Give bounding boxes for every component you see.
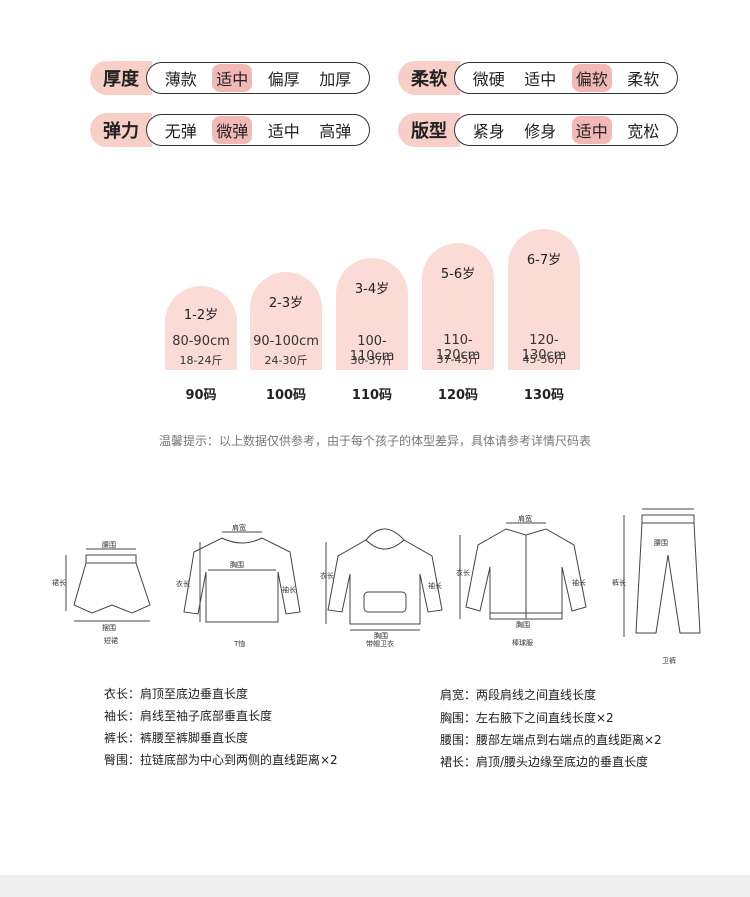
attr-option-selected: 适中 [571,116,612,144]
attr-options: 紧身 修身 适中 宽松 [454,114,678,146]
baseball-jacket-diagram: 肩宽 胸围 衣长 袖长 棒球服 [456,515,587,647]
attr-options: 无弹 微弹 适中 高弹 [146,114,370,146]
garment-label: 裤长 [612,578,626,587]
size-weight: 18-24斤 [179,354,223,367]
size-weight: 24-30斤 [264,354,308,367]
garment-label: 衣长 [456,568,470,577]
attr-label: 弹力 [90,113,152,147]
attr-option: 加厚 [319,70,352,89]
size-code: 100码 [265,388,307,403]
size-card-120: 5-6岁 110-120cm 37-45斤 [422,243,494,370]
definition-line: 胸围：左右腋下之间直线长度×2 [440,711,614,725]
size-height: 90-100cm [253,334,319,349]
size-code: 110码 [351,388,393,403]
attr-option: 适中 [267,122,300,141]
attr-label: 柔软 [398,61,460,95]
attr-option: 适中 [524,70,557,89]
size-height: 120-130cm [521,333,567,363]
size-weight: 45-56斤 [522,353,566,366]
garment-name: 带帽卫衣 [366,639,394,648]
garment-label: 袖长 [428,581,442,590]
attr-option: 宽松 [627,122,660,141]
attr-option: 柔软 [627,70,660,89]
size-code: 90码 [185,388,217,403]
attr-row-thickness: 厚度 薄款 适中 偏厚 加厚 [90,61,370,95]
attr-options: 薄款 适中 偏厚 加厚 [146,62,370,94]
garment-label: 腰围 [654,539,668,547]
tshirt-diagram: 肩宽 胸围 衣长 袖长 T恤 [176,523,301,648]
size-age: 2-3岁 [268,296,304,311]
garment-label: 胸围 [374,631,388,640]
size-weight: 37-45斤 [436,353,480,366]
attr-row-elasticity: 弹力 无弹 微弹 适中 高弹 [90,113,370,147]
size-tip: 温馨提示：以上数据仅供参考，由于每个孩子的体型差异，具体请参考详情尺码表 [158,434,591,448]
definition-line: 肩宽：两段肩线之间直线长度 [440,688,597,702]
size-card-110: 3-4岁 100-110cm 30-37斤 [336,258,408,370]
attr-label: 版型 [398,113,460,147]
definition-line: 臀围：拉链底部为中心到两侧的直线距离×2 [104,753,338,767]
attr-option-selected: 微弹 [212,116,253,144]
garment-label: 肩宽 [518,515,532,523]
definition-line: 袖长：肩线至袖子底部垂直长度 [104,709,273,723]
garment-label: 裙长 [52,578,66,587]
size-age: 6-7岁 [526,253,562,268]
attr-option-selected: 适中 [212,64,253,92]
size-code: 120码 [437,388,479,403]
size-weight: 30-37斤 [350,354,394,367]
definition-line: 衣长：肩顶至底边垂直长度 [104,687,249,701]
attr-options: 微硬 适中 偏软 柔软 [454,62,678,94]
size-age: 1-2岁 [183,308,219,323]
attr-option: 薄款 [164,70,197,89]
garment-label: 胸围 [516,620,530,629]
definition-line: 裤长：裤腰至裤脚垂直长度 [104,731,249,745]
attr-label: 厚度 [90,61,152,95]
skirt-diagram: 腰围 裙长 摆围 短裙 [52,541,151,645]
garment-name: 短裙 [104,636,118,645]
garment-label: 胸围 [230,560,244,569]
size-age: 3-4岁 [354,282,390,297]
size-age: 5-6岁 [440,267,476,282]
attr-option: 无弹 [164,122,197,141]
footer-bar [0,875,750,897]
hoodie-diagram: 衣长 袖长 胸围 带帽卫衣 [320,528,443,648]
sweatpants-diagram: 腰围 裤长 卫裤 [612,508,701,665]
garment-label: 肩宽 [232,523,246,532]
size-card-90: 1-2岁 80-90cm 18-24斤 [165,286,237,370]
definition-line: 裙长：肩顶/腰头边缘至底边的垂直长度 [440,755,649,769]
garment-name: 棒球服 [512,638,533,647]
garment-name: 卫裤 [662,656,676,665]
definition-line: 腰围：腰部左端点到右端点的直线距离×2 [440,733,662,747]
size-height: 100-110cm [349,334,395,364]
garment-label: 衣长 [176,579,190,588]
size-height: 110-120cm [435,333,481,363]
garment-label: 摆围 [102,623,116,632]
attr-row-softness: 柔软 微硬 适中 偏软 柔软 [398,61,678,95]
size-height: 80-90cm [172,334,230,349]
attr-row-fit: 版型 紧身 修身 适中 宽松 [398,113,678,147]
garment-label: 袖长 [282,585,296,594]
size-card-130: 6-7岁 120-130cm 45-56斤 [508,229,580,370]
garment-label: 衣长 [320,571,334,580]
attr-option: 微硬 [472,70,505,89]
attr-option: 修身 [524,122,557,141]
attr-option: 偏厚 [267,70,300,89]
garment-name: T恤 [233,639,245,648]
garment-label: 袖长 [572,578,586,587]
garment-label: 腰围 [102,541,116,549]
size-card-100: 2-3岁 90-100cm 24-30斤 [250,272,322,370]
attr-option: 高弹 [319,122,352,141]
attr-option: 紧身 [472,122,505,141]
size-code: 130码 [523,388,565,403]
attr-option-selected: 偏软 [571,64,612,92]
